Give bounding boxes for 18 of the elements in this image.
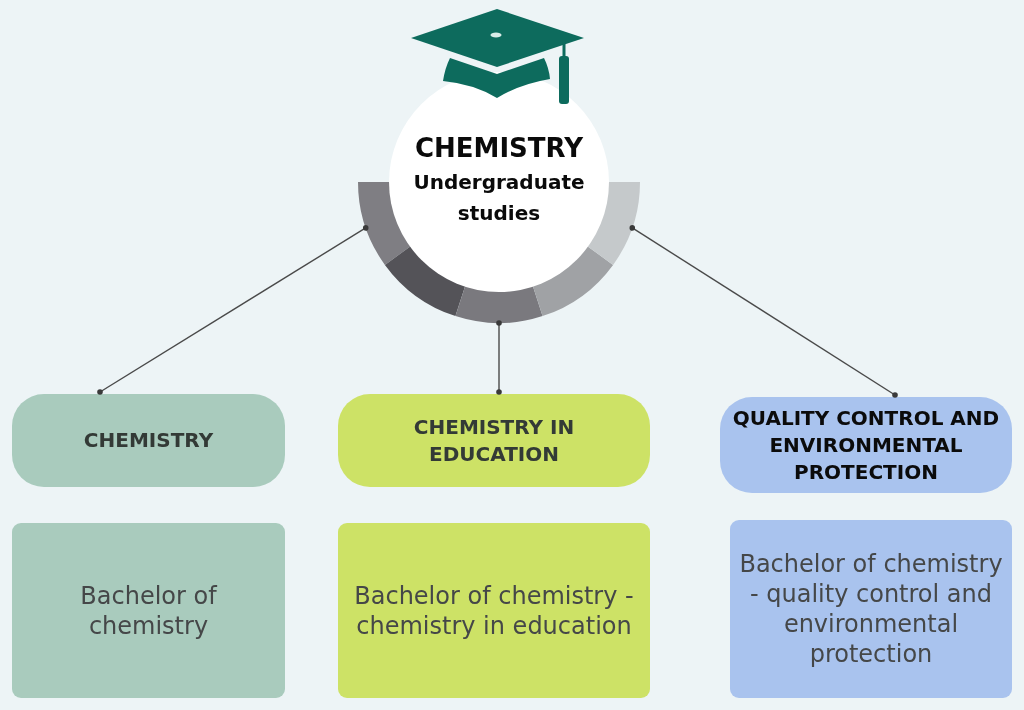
program-title: QUALITY CONTROL AND ENVIRONMENTAL PROTECTION xyxy=(731,404,1001,486)
connector-line xyxy=(496,320,502,395)
connector-line xyxy=(97,225,369,395)
program-pill xyxy=(12,394,285,487)
degree-text: Bachelor of chemistry - quality control and environmental protection xyxy=(738,549,1004,669)
degree-text: Bachelor of chemistry - chemistry in education xyxy=(353,580,635,641)
degree-text: Bachelor of chemistry xyxy=(79,580,219,641)
hub-title: CHEMISTRY xyxy=(414,132,583,164)
degree-card xyxy=(730,520,1012,698)
program-title: CHEMISTRY xyxy=(83,427,214,454)
hub-circle xyxy=(357,72,641,324)
program-pill xyxy=(720,397,1012,493)
connector-line xyxy=(629,225,898,398)
hub-subtitle: Undergraduate studies xyxy=(412,169,586,227)
program-title: CHEMISTRY IN EDUCATION xyxy=(412,413,576,468)
degree-card xyxy=(338,523,650,698)
program-pill xyxy=(338,394,650,487)
degree-card xyxy=(12,523,285,698)
